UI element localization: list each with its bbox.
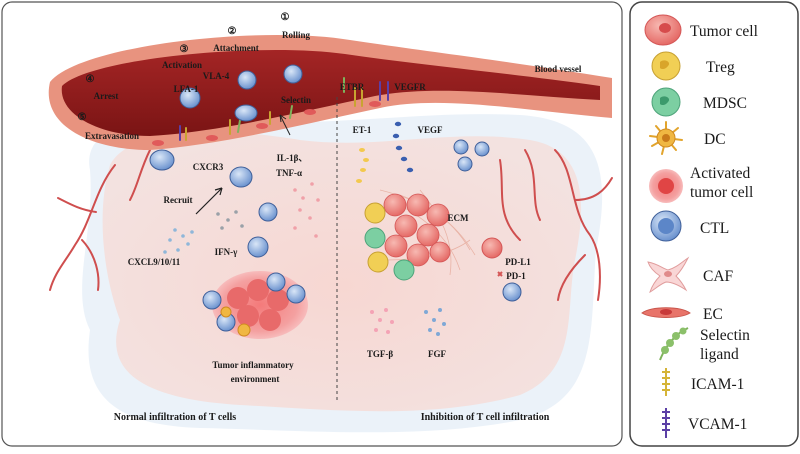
blood-vessel-label: Blood vessel xyxy=(535,64,582,74)
vegf-label: VEGF xyxy=(417,125,443,135)
svg-text:DC: DC xyxy=(704,131,726,148)
icam1-icon xyxy=(662,368,670,396)
svg-text:Rolling: Rolling xyxy=(282,30,311,40)
tissue-region xyxy=(102,132,582,412)
svg-text:②: ② xyxy=(228,26,237,37)
il1b-label: IL-1β、 xyxy=(277,153,308,163)
svg-text:Arrest: Arrest xyxy=(94,91,119,101)
caption-left: Normal infiltration of T cells xyxy=(114,412,237,423)
fgf-dots xyxy=(424,308,446,336)
caption-right: Inhibition of T cell infiltration xyxy=(421,412,550,423)
mdsc-icon xyxy=(651,87,681,117)
ctl-cells-in-vessel xyxy=(149,64,303,171)
legend-item-tumor-cell: Tumor cell xyxy=(644,14,758,46)
svg-text:MDSC: MDSC xyxy=(703,95,747,112)
step-rolling: ① Rolling xyxy=(281,12,311,40)
selectin-ligand-icon xyxy=(659,327,689,361)
vcam1-icon xyxy=(662,408,670,438)
legend-item-vcam1: VCAM-1 xyxy=(662,408,747,438)
svg-text:⑤: ⑤ xyxy=(78,112,87,123)
svg-text:ligand: ligand xyxy=(700,346,739,363)
step-attachment: ② Attachment xyxy=(213,26,259,53)
svg-text:Tumor cell: Tumor cell xyxy=(690,23,758,40)
vla4-label: VLA-4 xyxy=(203,71,230,81)
recruit-label: Recruit xyxy=(164,195,193,205)
svg-text:①: ① xyxy=(281,12,290,23)
pd1-label: PD-1 xyxy=(506,271,526,281)
pd1-interaction xyxy=(481,237,522,302)
pdl1-label: PD-L1 xyxy=(505,257,531,267)
capillaries xyxy=(49,149,613,301)
legend-item-selectin-ligand: Selectin ligand xyxy=(659,327,750,363)
tumor-inflammatory-cluster xyxy=(202,271,308,339)
main-diagram-panel: ① Rolling ② Attachment ③ Activation ④ Ar… xyxy=(1,1,623,447)
ec-icon xyxy=(641,307,691,318)
vegfr-label: VEGFR xyxy=(394,82,426,92)
svg-text:Attachment: Attachment xyxy=(213,43,259,53)
cxcr3-label: CXCR3 xyxy=(193,162,224,172)
legend-item-activated-tumor-cell: Activated tumor cell xyxy=(649,165,753,203)
ctl-icon xyxy=(650,210,682,242)
ifng-label: IFN-γ xyxy=(215,247,238,257)
ctl-cells-right xyxy=(453,139,490,172)
chemokine-dots xyxy=(163,228,194,254)
tumor-cluster-ecm xyxy=(364,189,476,281)
tgfb-dots xyxy=(370,308,394,334)
tnfa-label: TNF-α xyxy=(276,168,302,178)
adhesion-molecules xyxy=(179,77,389,141)
svg-text:CTL: CTL xyxy=(700,220,729,237)
step-activation: ③ Activation xyxy=(162,44,202,70)
svg-text:ICAM-1: ICAM-1 xyxy=(691,376,744,393)
ctl-cells-tissue xyxy=(247,202,278,258)
svg-text:CAF: CAF xyxy=(703,268,734,285)
recruit-arrow xyxy=(195,187,223,215)
svg-text:Treg: Treg xyxy=(706,59,735,76)
vegf-dots xyxy=(392,121,414,173)
activated-tumor-cell-icon xyxy=(649,169,683,203)
caf-icon xyxy=(647,256,690,293)
legend-item-ec: EC xyxy=(641,306,723,323)
dc-icon xyxy=(649,121,683,155)
tumor-cell-icon xyxy=(644,14,682,46)
et1-label: ET-1 xyxy=(353,125,372,135)
svg-text:Activated: Activated xyxy=(690,165,751,182)
treg-icon xyxy=(651,51,681,81)
ecm-label: ECM xyxy=(448,213,470,223)
blood-vessel xyxy=(48,34,613,150)
svg-text:VCAM-1: VCAM-1 xyxy=(688,416,747,433)
etbr-label: ETBR xyxy=(340,82,365,92)
tgfb-label: TGF-β xyxy=(367,349,393,359)
svg-text:Activation: Activation xyxy=(162,60,202,70)
legend-item-treg: Treg xyxy=(651,51,735,81)
svg-text:Selectin: Selectin xyxy=(700,327,750,344)
tumor-env-label-1: Tumor inflammatory xyxy=(212,360,294,370)
ifng-dots xyxy=(216,210,244,230)
legend-item-dc: DC xyxy=(649,121,726,155)
fgf-label: FGF xyxy=(428,349,446,359)
legend-item-ctl: CTL xyxy=(650,210,729,242)
tumor-env-label-2: environment xyxy=(231,374,280,384)
svg-text:③: ③ xyxy=(180,44,189,55)
legend-panel: Tumor cell Treg MDSC xyxy=(629,1,799,447)
selectin-arrow xyxy=(279,114,291,136)
legend-item-caf: CAF xyxy=(647,256,734,293)
step-extravasation: ⑤ Extravasation xyxy=(78,112,139,141)
step-arrest: ④ Arrest xyxy=(86,74,119,101)
cytokine-dots xyxy=(293,182,320,238)
svg-text:tumor cell: tumor cell xyxy=(690,184,753,201)
legend-item-icam1: ICAM-1 xyxy=(662,368,744,396)
cxcl-label: CXCL9/10/11 xyxy=(128,257,181,267)
legend-item-mdsc: MDSC xyxy=(651,87,747,117)
svg-text:EC: EC xyxy=(703,306,723,323)
lfa1-label: LFA-1 xyxy=(174,84,199,94)
svg-text:④: ④ xyxy=(86,74,95,85)
et1-dots xyxy=(356,148,369,183)
ctl-recruited-icon xyxy=(229,166,253,188)
svg-text:Extravasation: Extravasation xyxy=(85,131,139,141)
selectin-label: Selectin xyxy=(281,95,311,105)
